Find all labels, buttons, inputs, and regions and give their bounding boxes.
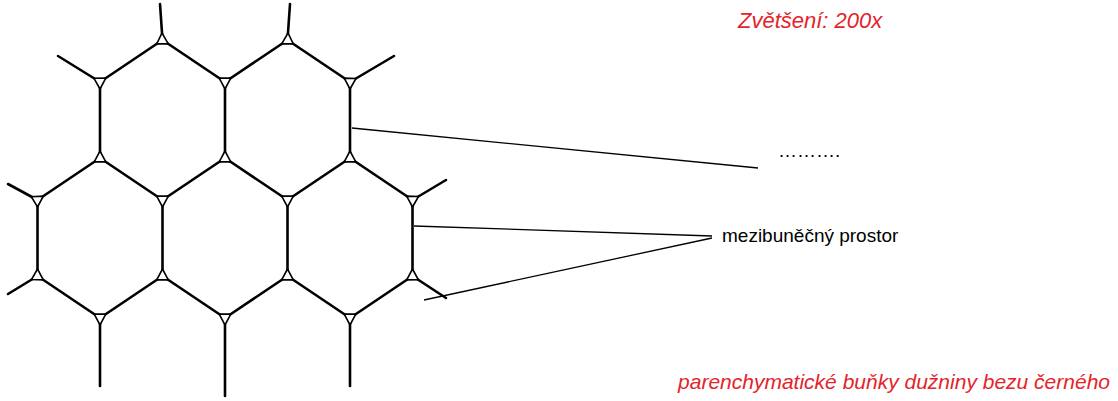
- cell-wall: [163, 40, 226, 82]
- cell-wall: [225, 40, 288, 82]
- cell-wall: [288, 276, 351, 318]
- cell-wall: [38, 158, 101, 200]
- intercellular-space: [94, 151, 106, 162]
- intercellular-space: [344, 151, 356, 162]
- cell-wall: [288, 158, 351, 200]
- blank-label: ……….: [778, 140, 840, 162]
- intercellular-space: [31, 196, 43, 207]
- cell-wall: [163, 158, 226, 200]
- intercellular-space: [407, 196, 419, 207]
- intercellular-space: [344, 314, 356, 325]
- cell-wall: [100, 158, 163, 200]
- intercellular-space: [32, 269, 44, 280]
- intercellular-space: [344, 78, 356, 89]
- intercellular-space: [157, 196, 169, 207]
- caption: parenchymatické buňky dužniny bezu černé…: [678, 370, 1110, 394]
- part-label: mezibuněčný prostor: [722, 225, 898, 247]
- intercellular-space: [157, 269, 169, 280]
- cell-wall: [225, 158, 288, 200]
- intercellular-space: [94, 78, 106, 89]
- intercellular-space: [407, 269, 419, 280]
- leader-line: [414, 226, 712, 236]
- cell-wall: [99, 318, 102, 386]
- cell-wall: [100, 276, 163, 318]
- intercellular-space: [94, 314, 106, 325]
- parenchyma-cells: [8, 4, 446, 396]
- magnification-note: Zvětšení: 200x: [738, 8, 882, 34]
- intercellular-space: [157, 33, 169, 44]
- cell-wall: [100, 40, 163, 82]
- cell-wall: [224, 82, 227, 158]
- intercellular-space: [219, 314, 231, 325]
- intercellular-space: [219, 151, 231, 162]
- leader-line: [424, 238, 712, 300]
- cell-wall: [36, 200, 39, 276]
- cell-wall: [349, 318, 352, 386]
- leader-line: [352, 128, 758, 168]
- cell-wall: [38, 276, 101, 318]
- cell-wall: [225, 276, 288, 318]
- cell-wall: [161, 200, 164, 276]
- cell-wall: [349, 82, 352, 158]
- cell-wall: [350, 276, 413, 318]
- cell-wall: [350, 158, 413, 200]
- intercellular-space: [282, 269, 294, 280]
- intercellular-space: [219, 78, 231, 89]
- cell-wall: [99, 82, 102, 158]
- cell-wall: [288, 40, 351, 82]
- cell-wall: [411, 200, 414, 276]
- intercellular-space: [282, 33, 294, 44]
- cell-wall: [163, 276, 226, 318]
- cell-wall: [286, 200, 289, 276]
- cell-wall: [224, 318, 227, 396]
- intercellular-space: [282, 196, 294, 207]
